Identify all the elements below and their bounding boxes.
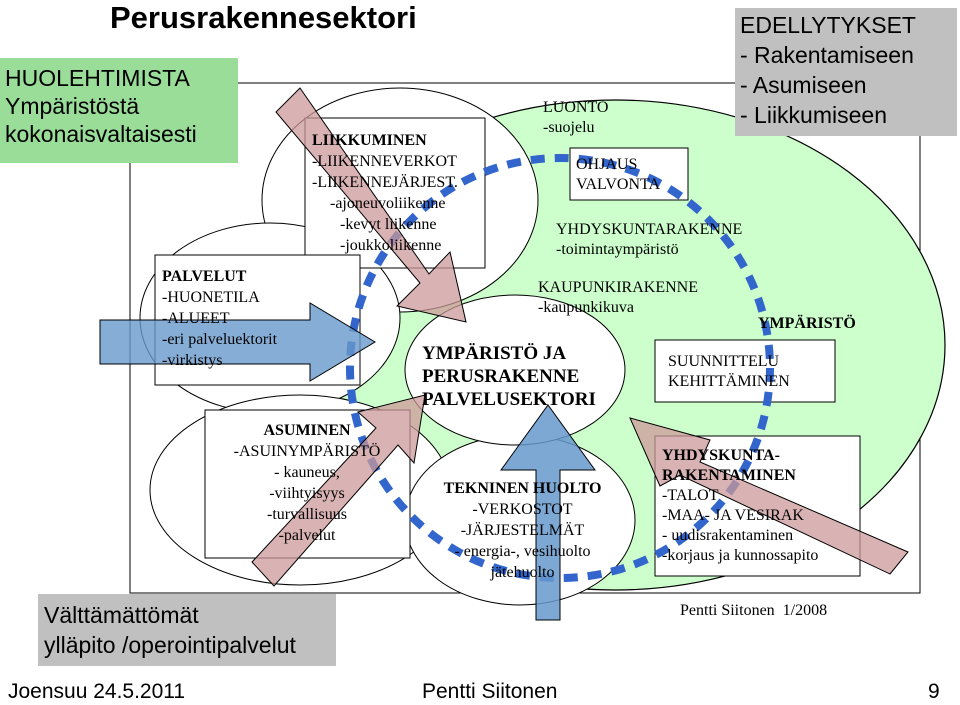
yhdyskuntarakentaminen-line: -TALOT <box>662 487 719 504</box>
suunnittelu-box <box>654 339 836 403</box>
center-line: PERUSRAKENNE <box>422 366 580 387</box>
yhdyskuntarakenne-line: -toimintaympäristö <box>556 241 679 258</box>
asuminen-text: ASUMINEN -ASUINYMPÄRISTÖ - kauneus, -vii… <box>212 420 402 546</box>
slide-title: Perusrakennesektori <box>110 0 417 35</box>
asuminen-line: -ASUINYMPÄRISTÖ <box>233 443 381 460</box>
liikkuminen-text: LIIKKUMINEN -LIIKENNEVERKOT -LIIKENNEJÄR… <box>312 130 458 256</box>
huolehtimista-text: HUOLEHTIMISTA Ympäristöstä kokonaisvalta… <box>5 64 197 148</box>
suunnittelu-line: SUUNNITTELU <box>668 353 780 370</box>
credit-text: Pentti Siitonen 1/2008 <box>680 602 828 619</box>
luonto-line: -suojelu <box>543 119 595 136</box>
tekninen-heading: TEKNINEN HUOLTO <box>443 480 602 497</box>
palvelut-line: -HUONETILA <box>162 289 260 306</box>
tekninen-line: -VERKOSTOT <box>472 501 573 518</box>
center-ellipse <box>404 294 626 446</box>
edellytykset-line: EDELLYTYKSET <box>740 12 916 38</box>
huolehtimista-line: HUOLEHTIMISTA <box>5 65 190 91</box>
yhdyskuntarakentaminen-line: -MAA- JA VESIRAK <box>662 507 804 524</box>
edellytykset-line: - Asumiseen <box>740 72 867 98</box>
luonto-text: LUONTO -suojelu <box>543 98 608 138</box>
arrow-palvelut <box>99 302 376 382</box>
arrow-yhdyskuntarakentaminen <box>629 417 909 575</box>
suunnittelu-text: SUUNNITTELU KEHITTÄMINEN <box>668 352 790 392</box>
liikkuminen-line: -LIIKENNEJÄRJEST. <box>312 174 458 191</box>
valttamattomat-line: Välttämättömät <box>44 602 199 628</box>
palvelut-line: -ALUEET <box>162 310 230 327</box>
asuminen-line: - kauneus, <box>274 464 340 481</box>
edellytykset-bg <box>735 8 957 136</box>
arrow-tekninen <box>500 404 596 621</box>
kaupunkirakenne-line: KAUPUNKIRAKENNE <box>538 279 698 296</box>
kaupunkirakenne-text: KAUPUNKIRAKENNE -kaupunkikuva <box>538 278 698 318</box>
huolehtimista-bg <box>0 58 238 163</box>
palvelut-line: -virkistys <box>162 352 223 369</box>
asuminen-heading: ASUMINEN <box>263 422 351 439</box>
asuminen-line: -viihtyisyys <box>269 485 345 502</box>
footer-page-number: 9 <box>928 680 940 703</box>
arrow-asuminen <box>251 394 426 587</box>
palvelut-heading: PALVELUT <box>162 268 247 285</box>
ohjaus-text: OHJAUS VALVONTA <box>576 155 660 195</box>
center-line: YMPÄRISTÖ JA <box>422 343 567 364</box>
asuminen-line: -turvallisuus <box>267 506 347 523</box>
kaupunkirakenne-line: -kaupunkikuva <box>538 299 634 316</box>
tekninen-line: jätehuolto <box>490 564 555 581</box>
footer-author: Pentti Siitonen <box>422 680 558 703</box>
edellytykset-line: - Liikkumiseen <box>740 102 887 128</box>
yhdyskuntarakenne-line: YHDYSKUNTARAKENNE <box>556 221 743 238</box>
huolehtimista-line: Ympäristöstä <box>5 93 140 119</box>
asuminen-line: -palvelut <box>278 527 336 544</box>
suunnittelu-line: KEHITTÄMINEN <box>668 373 790 390</box>
liikkuminen-heading: LIIKKUMINEN <box>312 132 427 149</box>
tekninen-text: TEKNINEN HUOLTO -VERKOSTOT -JÄRJESTELMÄT… <box>425 478 620 583</box>
liikkuminen-line: -LIIKENNEVERKOT <box>312 153 457 170</box>
yhdyskuntarakentaminen-heading: RAKENTAMINEN <box>662 467 796 484</box>
palvelut-text: PALVELUT -HUONETILA -ALUEET -eri palvelu… <box>162 266 277 371</box>
valttamattomat-bg <box>38 594 336 666</box>
yhdyskuntarakentaminen-text: YHDYSKUNTA- RAKENTAMINEN -TALOT -MAA- JA… <box>662 446 818 566</box>
dashed-circle <box>346 154 774 582</box>
tekninen-line: -JÄRJESTELMÄT <box>460 522 585 539</box>
yhdyskuntarakentaminen-line: - uudisrakentaminen <box>662 527 794 544</box>
liikkuminen-line: -joukkoliikenne <box>340 237 442 254</box>
huolehtimista-line: kokonaisvaltaisesti <box>5 121 197 147</box>
edellytykset-line: - Rakentamiseen <box>740 42 914 68</box>
tekninen-line: - energia-, vesihuolto <box>454 543 591 560</box>
edellytykset-text: EDELLYTYKSET - Rakentamiseen - Asumiseen… <box>740 10 916 130</box>
yhdyskuntarakenne-text: YHDYSKUNTARAKENNE -toimintaympäristö <box>556 220 742 260</box>
valttamattomat-text: Välttämättömät ylläpito /operointipalvel… <box>44 600 296 660</box>
liikkuminen-line: -kevyt liikenne <box>340 216 437 233</box>
yhdyskuntarakentaminen-heading: YHDYSKUNTA- <box>662 447 780 464</box>
valttamattomat-line: ylläpito /operointipalvelut <box>44 632 296 658</box>
center-line: PALVELUSEKTORI <box>422 389 596 410</box>
center-text: YMPÄRISTÖ JA PERUSRAKENNE PALVELUSEKTORI <box>422 342 596 411</box>
ohjaus-line: OHJAUS <box>576 156 638 173</box>
footer-date: Joensuu 24.5.2011 <box>8 680 186 703</box>
palvelut-line: -eri palveluektorit <box>162 331 278 348</box>
liikkuminen-line: -ajoneuvoliikenne <box>330 195 446 212</box>
ymparisto-label: YMPÄRISTÖ <box>758 315 856 332</box>
yhdyskuntarakentaminen-line: -korjaus ja kunnossapito <box>662 547 819 564</box>
ohjaus-line: VALVONTA <box>576 176 661 193</box>
arrow-liikkuminen <box>275 87 467 323</box>
luonto-line: LUONTO <box>543 99 609 116</box>
